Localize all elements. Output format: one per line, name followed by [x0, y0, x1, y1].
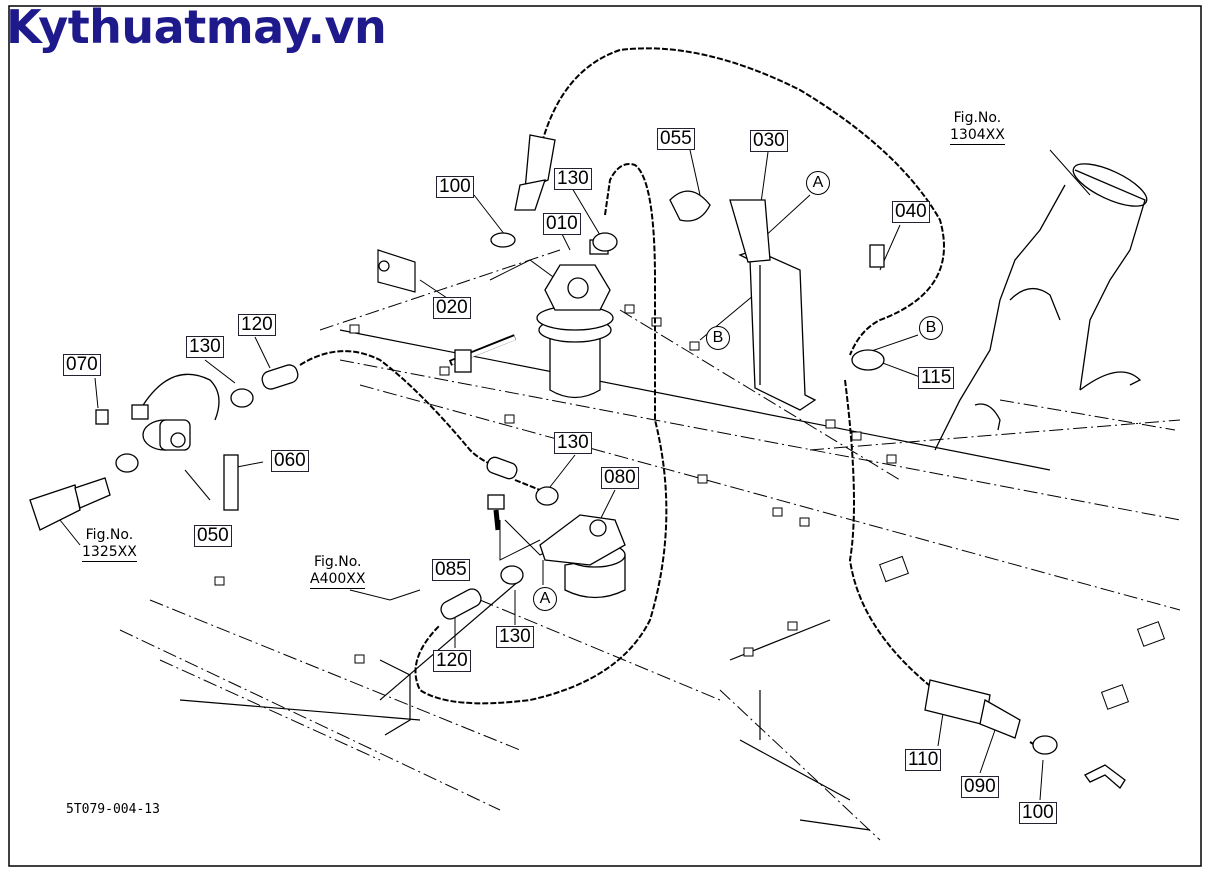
part-label-055: 055 [657, 128, 695, 150]
detail-marker-b: B [919, 316, 943, 340]
part-label-090: 090 [961, 776, 999, 798]
part-label-040: 040 [892, 201, 930, 223]
fuel-tank [934, 163, 1148, 451]
part-label-120: 120 [433, 650, 471, 672]
brand-watermark: Kythuatmay.vn [6, 0, 387, 54]
fig-number: A400XX [310, 571, 366, 589]
hose-boots [29, 134, 1126, 789]
hose-clamps [95, 190, 1058, 755]
part-label-020: 020 [433, 297, 471, 319]
part-label-010: 010 [543, 213, 581, 235]
fig-number: 1304XX [950, 127, 1005, 145]
fig-ref-a400xx: Fig.No. A400XX [310, 554, 366, 589]
bracket-030 [729, 199, 817, 411]
part-label-100: 100 [1019, 802, 1057, 824]
fuel-pump-080 [487, 494, 626, 599]
part-label-130: 130 [186, 336, 224, 358]
fuel-hoses [299, 47, 1041, 749]
solenoid-050 [131, 373, 239, 511]
part-label-100: 100 [436, 176, 474, 198]
fig-number: 1325XX [82, 544, 137, 562]
part-label-085: 085 [432, 559, 470, 581]
part-label-080: 080 [601, 467, 639, 489]
part-label-110: 110 [905, 749, 942, 771]
part-label-050: 050 [194, 525, 232, 547]
fig-ref-1304xx: Fig.No. 1304XX [950, 110, 1005, 145]
leader-lines [59, 149, 1091, 801]
diagram-border [8, 5, 1202, 867]
part-label-115: 115 [918, 367, 955, 389]
part-label-130: 130 [554, 168, 592, 190]
frame-nuts [214, 304, 1166, 710]
part-label-060: 060 [271, 450, 309, 472]
chassis-frame [119, 249, 1181, 841]
detail-marker-b: B [706, 326, 730, 350]
fuel-filter-010 [448, 239, 614, 399]
detail-marker-a: A [533, 587, 557, 611]
fig-ref-1325xx: Fig.No. 1325XX [82, 527, 137, 562]
drawing-number: 5T079-004-13 [66, 802, 160, 817]
part-label-120: 120 [238, 314, 276, 336]
part-label-070: 070 [63, 354, 101, 376]
part-label-130: 130 [496, 626, 534, 648]
part-label-130: 130 [554, 432, 592, 454]
detail-marker-a: A [806, 171, 830, 195]
part-label-030: 030 [750, 130, 788, 152]
